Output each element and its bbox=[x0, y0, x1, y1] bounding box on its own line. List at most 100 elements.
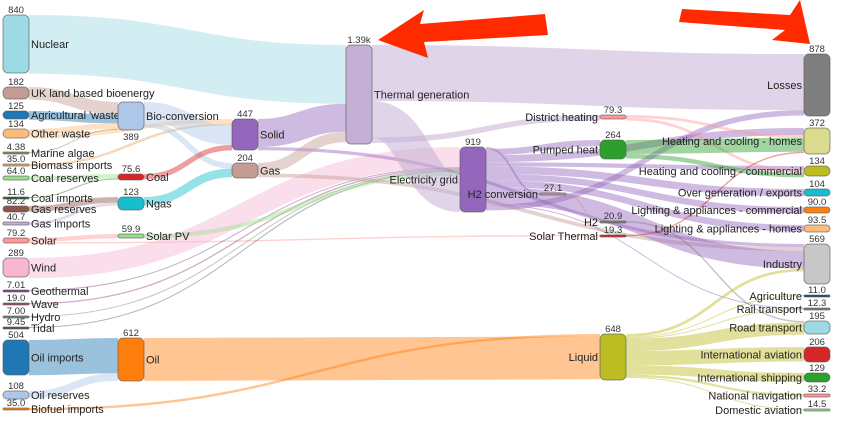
node-bar[interactable] bbox=[803, 53, 831, 117]
node-bar[interactable] bbox=[2, 339, 30, 376]
flow-link[interactable] bbox=[143, 336, 601, 381]
flow-link[interactable] bbox=[28, 170, 461, 328]
node-bar[interactable] bbox=[803, 372, 831, 383]
flow-link[interactable] bbox=[257, 131, 347, 174]
node-bar[interactable] bbox=[2, 289, 30, 293]
node-bar[interactable] bbox=[2, 205, 30, 213]
flow-link[interactable] bbox=[369, 101, 463, 213]
flow-link[interactable] bbox=[28, 167, 461, 291]
flow-link[interactable] bbox=[625, 137, 805, 154]
flow-link[interactable] bbox=[28, 202, 119, 225]
node-bar[interactable] bbox=[803, 393, 831, 398]
flow-link[interactable] bbox=[257, 147, 805, 248]
node-bar[interactable] bbox=[2, 196, 30, 200]
node-bar[interactable] bbox=[803, 320, 831, 335]
node-bar[interactable] bbox=[117, 233, 145, 239]
flow-link[interactable] bbox=[485, 162, 805, 171]
flow-link[interactable] bbox=[625, 151, 805, 237]
node-bar[interactable] bbox=[2, 302, 30, 306]
node-bar[interactable] bbox=[2, 86, 30, 100]
flow-link[interactable] bbox=[28, 122, 233, 167]
node-bar[interactable] bbox=[2, 257, 30, 278]
node-h2[interactable]: 20.9H2 bbox=[584, 211, 627, 229]
node-bar[interactable] bbox=[117, 196, 145, 211]
flow-link[interactable] bbox=[28, 15, 347, 104]
node-bar[interactable] bbox=[2, 110, 30, 120]
flow-link[interactable] bbox=[143, 171, 461, 239]
node-bar[interactable] bbox=[599, 333, 627, 381]
node-bar[interactable] bbox=[2, 237, 30, 244]
flow-link[interactable] bbox=[625, 221, 805, 323]
flow-link[interactable] bbox=[625, 347, 805, 366]
node-bar[interactable] bbox=[803, 127, 831, 155]
node-bar[interactable] bbox=[803, 294, 831, 298]
node-bar[interactable] bbox=[117, 173, 145, 181]
node-bar[interactable] bbox=[803, 206, 831, 214]
flow-link[interactable] bbox=[143, 102, 233, 146]
flow-link[interactable] bbox=[257, 173, 805, 252]
node-bar[interactable] bbox=[803, 188, 831, 197]
flow-link[interactable] bbox=[625, 115, 805, 138]
flow-link[interactable] bbox=[625, 268, 805, 337]
node-bar[interactable] bbox=[117, 337, 145, 382]
node-bar[interactable] bbox=[2, 14, 30, 74]
node-bar[interactable] bbox=[2, 407, 30, 411]
flow-link[interactable] bbox=[485, 179, 805, 232]
flow-link[interactable] bbox=[28, 334, 601, 411]
flow-link[interactable] bbox=[28, 147, 461, 279]
node-bar[interactable] bbox=[2, 326, 30, 330]
node-bar[interactable] bbox=[2, 163, 30, 167]
node-bar[interactable] bbox=[2, 315, 30, 319]
node-bar[interactable] bbox=[803, 307, 831, 311]
flow-link[interactable] bbox=[485, 128, 805, 163]
flow-link[interactable] bbox=[28, 338, 119, 376]
flow-link[interactable] bbox=[28, 111, 119, 124]
node-bar[interactable] bbox=[117, 101, 145, 131]
node-bar[interactable] bbox=[599, 139, 627, 160]
flow-link[interactable] bbox=[28, 174, 119, 181]
node-bar[interactable] bbox=[345, 44, 373, 145]
flow-link[interactable] bbox=[485, 110, 805, 211]
flow-link[interactable] bbox=[625, 376, 805, 411]
flow-link[interactable] bbox=[143, 121, 233, 169]
node-bar[interactable] bbox=[231, 118, 259, 151]
flow-link[interactable] bbox=[625, 295, 805, 338]
flow-link[interactable] bbox=[625, 322, 805, 352]
node-bar[interactable] bbox=[2, 390, 30, 400]
node-bar[interactable] bbox=[2, 151, 30, 155]
node-bar[interactable] bbox=[539, 192, 567, 196]
node-bar[interactable] bbox=[231, 162, 259, 179]
node-bar[interactable] bbox=[599, 234, 627, 238]
